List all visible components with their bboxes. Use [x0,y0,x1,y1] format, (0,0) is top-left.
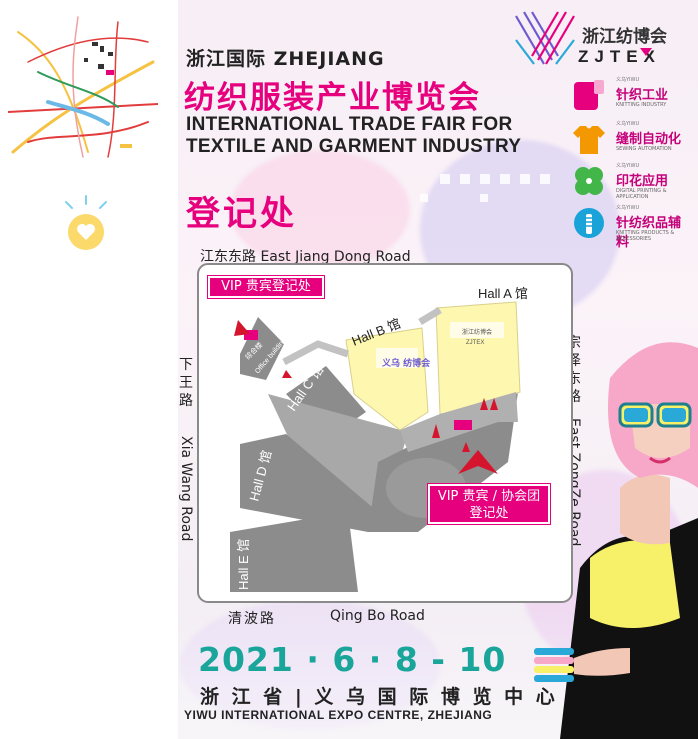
event-date: 2021 · 6 · 8 - 10 [198,640,507,679]
venue-cn: 浙 江 省 | 义 乌 国 际 博 览 中 心 [200,686,558,708]
arrow-icon [490,398,498,410]
hall-e-label: Hall E 馆 [236,539,251,590]
road-west-cn: 下王路 [179,357,193,409]
bg-blob [230,150,410,270]
hall-brand-cn: 浙江纺博会 [462,328,492,336]
arrow-icon [480,398,488,410]
model-figure [534,342,698,739]
zjtex-logo-icon [515,11,575,65]
vip-marker [454,420,472,430]
road-south-cn: 清波路 [228,611,276,627]
arrow-icon [234,320,250,336]
zipper-icon [574,208,604,238]
tshirt-icon [573,126,605,154]
arrow-icon [432,424,440,438]
office-marker [244,330,258,340]
hall-d-shape [240,434,378,532]
decor-squares [420,174,550,202]
registration-title: 登记处 [186,194,297,234]
hall-brand-en: ZJTEX [466,340,484,346]
brand-cn: 浙江纺博会 [582,27,667,47]
hall-e-shape [230,512,358,592]
header-en-line2: TEXTILE AND GARMENT INDUSTRY [186,136,522,157]
knitting-icon [574,80,604,110]
hall-a-label: Hall A 馆 [478,286,528,301]
hall-b-banner [376,348,418,368]
arrow-icon [282,370,292,378]
category-printing: 义乌YIWU 印花应用 DIGITAL PRINTING & APPLICATI… [572,162,690,202]
brand-accent-triangle [640,48,652,56]
hall-a-banner [450,322,504,338]
road-west-en: Xia Wang Road [178,436,194,542]
category-accessories: 义乌YIWU 针纺织品辅料 KNITTING PRODUCTS & ACCESS… [572,204,690,250]
venue-en: YIWU INTERNATIONAL EXPO CENTRE, ZHEJIANG [184,708,493,722]
road-north: 江东东路 East Jiang Dong Road [200,249,411,265]
bridge-b-a [418,306,442,326]
road-south-en: Qing Bo Road [330,608,425,624]
arrow-icon [462,442,470,452]
brand-en: ZJTEX [578,47,661,66]
header-cn-title: 纺织服装产业博览会 [184,80,481,116]
category-knitting: 义乌YIWU 针织工业 KNITTING INDUSTRY [572,76,690,116]
vip-registration-box: VIP 贵宾登记处 [208,276,324,298]
hall-small-logo: 义乌 纺博会 [381,357,431,369]
connector-shape [268,394,408,522]
header-cn-line1: 浙江国际 ZHEJIANG [186,48,385,70]
location-map [8,12,158,162]
heart-badge-icon [65,195,107,250]
vip-group-registration-box: VIP 贵宾 / 协会团 登记处 [428,484,550,524]
arrow-icon [458,450,498,474]
bridge-office-b [282,340,350,366]
clover-icon [575,167,603,195]
category-sewing: 义乌YIWU 缝制自动化 SEWING AUTOMATION [572,120,690,160]
header-en-line1: INTERNATIONAL TRADE FAIR FOR [186,114,513,135]
